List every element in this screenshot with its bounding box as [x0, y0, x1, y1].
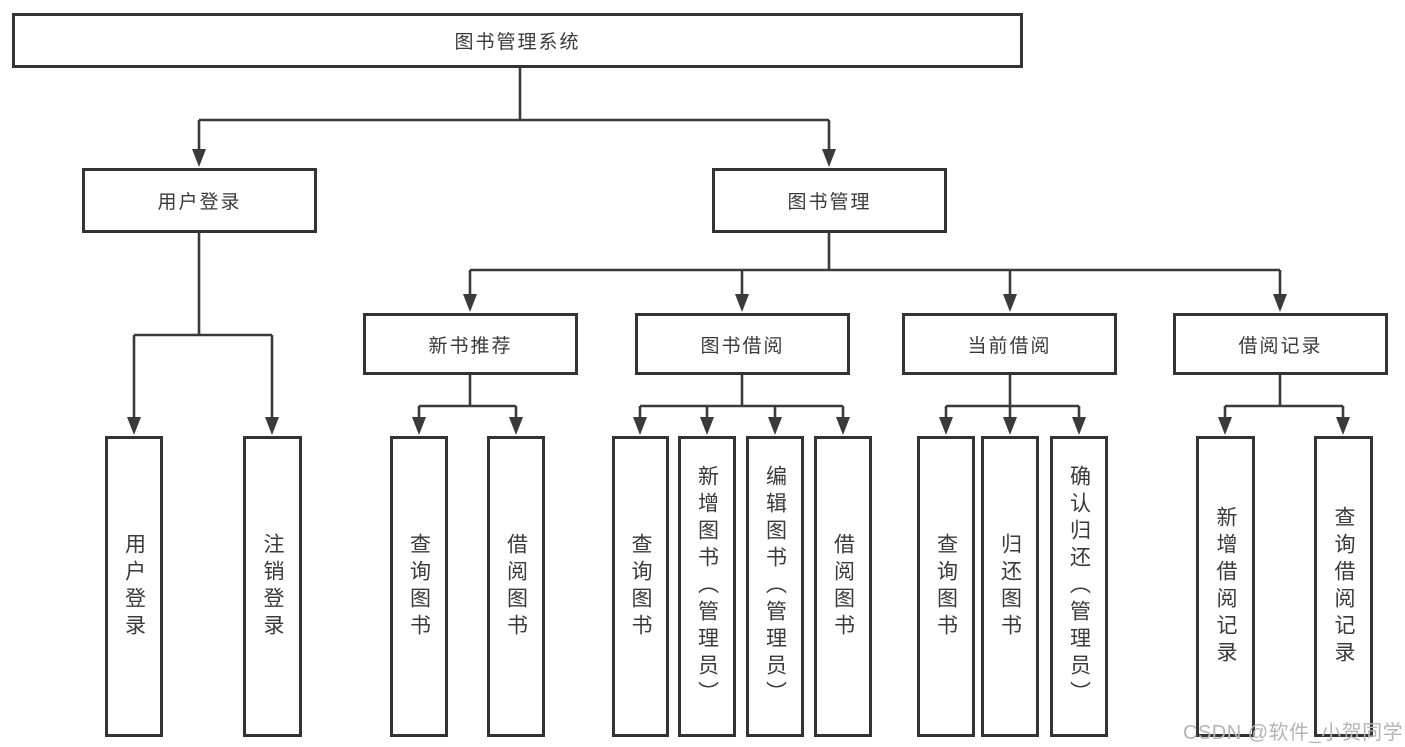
node-book-borrowing: 图书借阅	[635, 313, 850, 375]
leaf-confirm-return-admin: 确认归还（管理员）	[1050, 436, 1108, 737]
node-book-management: 图书管理	[712, 168, 947, 233]
node-user-login: 用户登录	[82, 168, 317, 233]
csdn-watermark: CSDN @软件_小贺同学	[1183, 722, 1404, 744]
leaf-return-books: 归还图书	[981, 436, 1039, 737]
node-new-book-recommendation: 新书推荐	[363, 313, 578, 375]
leaf-query-books-borrowing: 查询图书	[612, 436, 669, 737]
leaf-logout: 注销登录	[243, 436, 302, 737]
node-borrowing-records: 借阅记录	[1173, 313, 1388, 375]
leaf-borrow-books-recommend: 借阅图书	[487, 436, 545, 737]
leaf-edit-books-admin: 编辑图书（管理员）	[746, 436, 804, 737]
leaf-add-books-admin: 新增图书（管理员）	[678, 436, 736, 737]
node-current-borrowing: 当前借阅	[902, 313, 1117, 375]
leaf-borrow-books: 借阅图书	[814, 436, 872, 737]
node-library-management-system: 图书管理系统	[12, 13, 1023, 68]
leaf-query-books-recommend: 查询图书	[390, 436, 448, 737]
leaf-query-borrow-record: 查询借阅记录	[1314, 436, 1373, 737]
leaf-add-borrow-record: 新增借阅记录	[1196, 436, 1255, 737]
leaf-query-books-current: 查询图书	[917, 436, 975, 737]
leaf-user-login: 用户登录	[105, 436, 163, 737]
